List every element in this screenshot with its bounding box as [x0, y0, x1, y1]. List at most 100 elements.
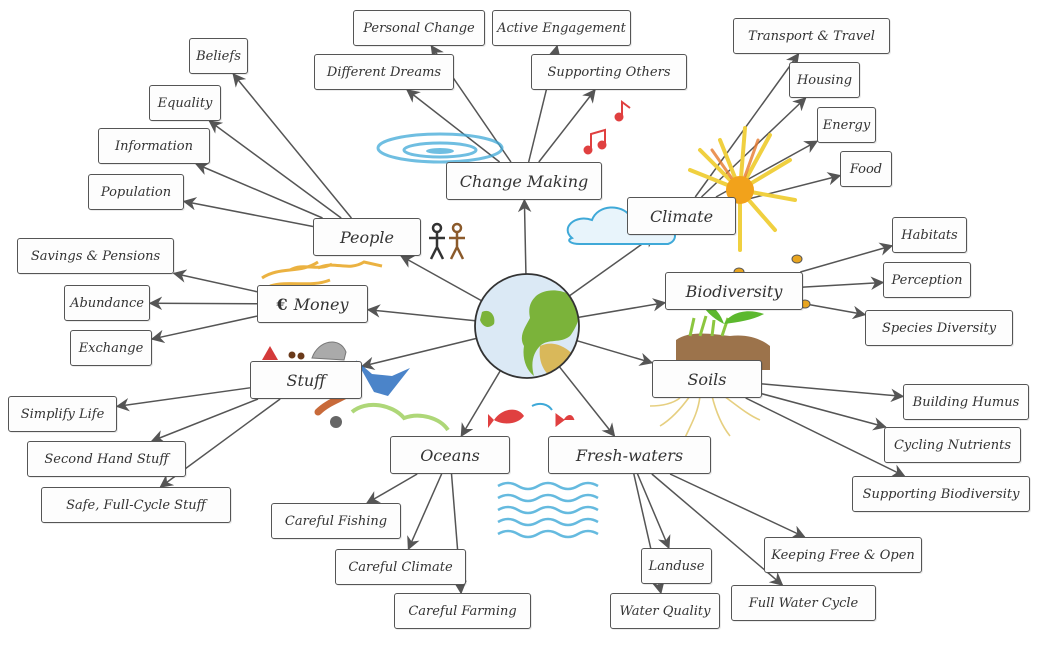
node-fresh-waters[interactable]: Fresh-waters: [548, 436, 711, 474]
node-label: Perception: [891, 272, 963, 288]
globe-icon: [474, 273, 580, 379]
node-label: Habitats: [901, 227, 958, 243]
node-exchange[interactable]: Exchange: [70, 330, 152, 366]
link-money-to-abundance: [148, 296, 258, 311]
node-label: Cycling Nutrients: [893, 437, 1012, 453]
link-stuff-to-second-hand-stuff: [150, 398, 259, 443]
node-water-quality[interactable]: Water Quality: [610, 593, 720, 629]
node-population[interactable]: Population: [88, 174, 184, 210]
node-careful-fishing[interactable]: Careful Fishing: [271, 503, 401, 539]
node-label: Housing: [796, 72, 853, 88]
node-label: Species Diversity: [881, 320, 997, 336]
node-label: Energy: [822, 117, 871, 133]
hub-label: Stuff: [286, 370, 326, 390]
node-label: Savings & Pensions: [30, 248, 161, 264]
node-supporting-others[interactable]: Supporting Others: [531, 54, 687, 90]
node-label: Exchange: [78, 340, 144, 356]
node-active-engagement[interactable]: Active Engagement: [492, 10, 631, 46]
coins-illustration: [261, 260, 383, 288]
node-perception[interactable]: Perception: [883, 262, 971, 298]
node-change-making[interactable]: Change Making: [446, 162, 602, 200]
node-beliefs[interactable]: Beliefs: [189, 38, 248, 74]
node-label: Supporting Others: [547, 64, 671, 80]
node-stuff[interactable]: Stuff: [250, 361, 362, 399]
node-landuse[interactable]: Landuse: [641, 548, 712, 584]
link-biodiversity-to-species-diversity: [802, 302, 867, 320]
node-energy[interactable]: Energy: [817, 107, 876, 143]
node-safe-full-cycle-stuff[interactable]: Safe, Full-Cycle Stuff: [41, 487, 231, 523]
hub-label: Fresh-waters: [575, 445, 684, 465]
node-building-humus[interactable]: Building Humus: [903, 384, 1029, 420]
link-globe-to-oceans: [460, 370, 501, 438]
node-transport-and-travel[interactable]: Transport & Travel: [733, 18, 890, 54]
hub-label: Biodiversity: [685, 281, 783, 301]
link-fresh-waters-to-full-water-cycle: [651, 473, 784, 586]
node-biodiversity[interactable]: Biodiversity: [665, 272, 803, 310]
node-climate[interactable]: Climate: [627, 197, 736, 235]
node-label: Water Quality: [619, 603, 711, 619]
link-fresh-waters-to-landuse: [636, 473, 671, 550]
node-information[interactable]: Information: [98, 128, 210, 164]
node-food[interactable]: Food: [840, 151, 892, 187]
link-globe-to-fresh-waters: [558, 366, 616, 438]
node-simplify-life[interactable]: Simplify Life: [8, 396, 117, 432]
node-label: Transport & Travel: [748, 28, 875, 44]
node-label: Equality: [157, 95, 213, 111]
link-globe-to-change-making: [517, 198, 532, 275]
hub-label: Soils: [687, 369, 727, 389]
node-label: Careful Fishing: [284, 513, 388, 529]
node-second-hand-stuff[interactable]: Second Hand Stuff: [27, 441, 186, 477]
node-species-diversity[interactable]: Species Diversity: [865, 310, 1013, 346]
node-personal-change[interactable]: Personal Change: [353, 10, 485, 46]
hub-label: Oceans: [420, 445, 480, 465]
link-biodiversity-to-habitats: [800, 242, 894, 273]
water-waves-illustration: [497, 481, 599, 539]
node-label: Second Hand Stuff: [44, 451, 169, 467]
node-people[interactable]: People: [313, 218, 421, 256]
node-full-water-cycle[interactable]: Full Water Cycle: [731, 585, 876, 621]
link-globe-to-biodiversity: [578, 298, 667, 319]
link-soils-to-building-humus: [761, 383, 905, 403]
people-figures-illustration: [429, 222, 465, 260]
node-careful-farming[interactable]: Careful Farming: [394, 593, 531, 629]
node-label: Information: [114, 138, 194, 154]
euro-icon: €: [276, 294, 288, 314]
node-money[interactable]: €Money: [257, 285, 368, 323]
hub-label: Climate: [649, 206, 714, 226]
node-oceans[interactable]: Oceans: [390, 436, 510, 474]
link-soils-to-supporting-biodiversity: [745, 397, 906, 477]
link-people-to-information: [194, 162, 323, 219]
link-money-to-exchange: [150, 315, 258, 344]
link-globe-to-stuff: [360, 337, 477, 370]
link-soils-to-cycling-nutrients: [761, 393, 887, 431]
link-oceans-to-careful-climate: [407, 473, 443, 551]
node-label: Keeping Free & Open: [771, 547, 915, 563]
link-biodiversity-to-perception: [802, 276, 885, 290]
node-habitats[interactable]: Habitats: [892, 217, 967, 253]
link-fresh-waters-to-keeping-free-and-open: [669, 473, 806, 538]
node-label: Population: [100, 184, 172, 200]
water-swirl-illustration: [376, 132, 504, 164]
node-label: Simplify Life: [20, 406, 105, 422]
node-label: Different Dreams: [326, 64, 442, 80]
node-soils[interactable]: Soils: [652, 360, 762, 398]
node-savings-and-pensions[interactable]: Savings & Pensions: [17, 238, 174, 274]
sun-illustration: [688, 126, 797, 252]
link-climate-to-transport-and-travel: [694, 52, 800, 198]
node-housing[interactable]: Housing: [789, 62, 860, 98]
node-supporting-biodiversity[interactable]: Supporting Biodiversity: [852, 476, 1030, 512]
node-label: Active Engagement: [497, 20, 626, 36]
node-label: Landuse: [648, 558, 705, 574]
node-keeping-free-and-open[interactable]: Keeping Free & Open: [764, 537, 922, 573]
node-abundance[interactable]: Abundance: [64, 285, 150, 321]
node-different-dreams[interactable]: Different Dreams: [314, 54, 454, 90]
link-globe-to-people: [399, 255, 482, 302]
node-careful-climate[interactable]: Careful Climate: [335, 549, 466, 585]
link-people-to-beliefs: [232, 72, 352, 219]
node-equality[interactable]: Equality: [149, 85, 221, 121]
node-cycling-nutrients[interactable]: Cycling Nutrients: [884, 427, 1021, 463]
link-change-making-to-supporting-others: [538, 88, 596, 163]
link-globe-to-money: [366, 304, 476, 322]
